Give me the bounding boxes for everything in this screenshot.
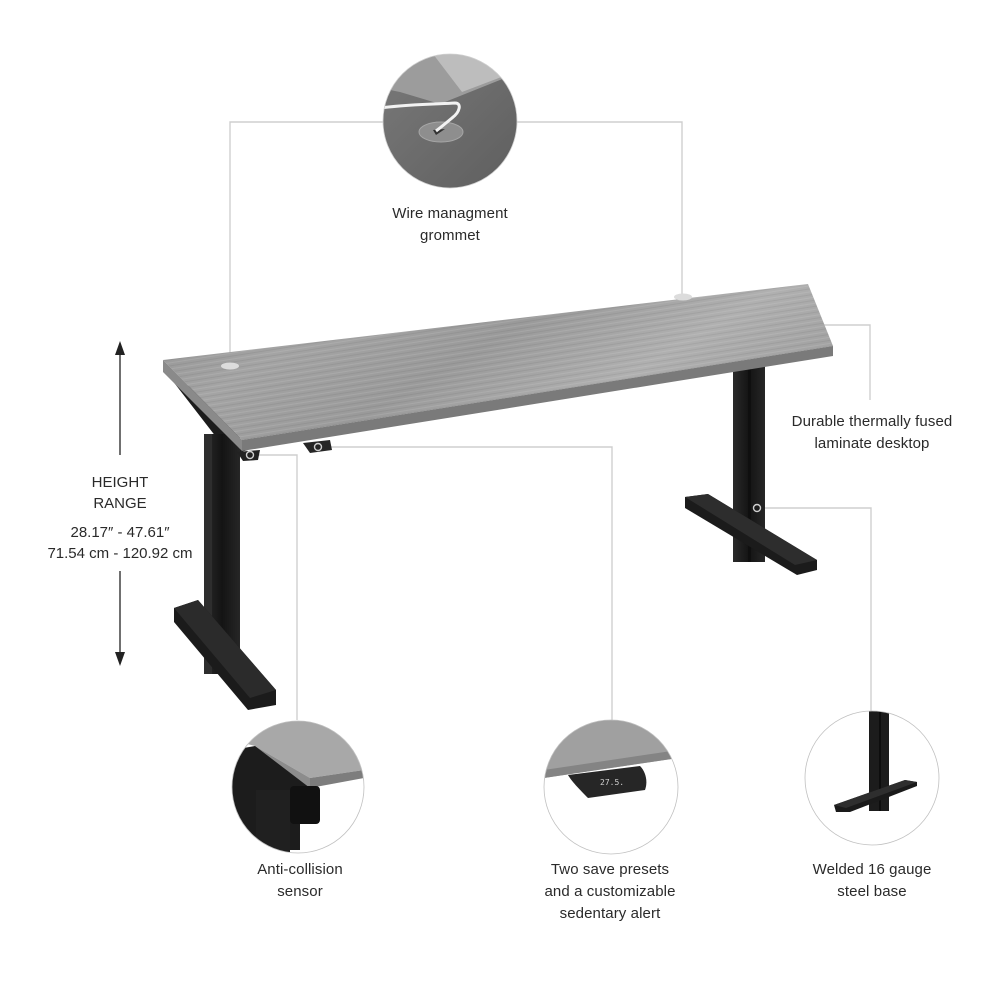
right-leg <box>685 362 817 575</box>
grommet-label-line-1: Wire managment <box>392 205 508 222</box>
desktop <box>163 284 833 513</box>
height-arrow-icon <box>115 341 125 666</box>
base-detail-image <box>805 711 939 845</box>
grommet-detail-image <box>383 54 517 188</box>
keypad-display: 27.5. <box>600 778 624 787</box>
height-range-label: HEIGHT RANGE 28.17″ - 47.61″ 71.54 cm - … <box>20 472 220 564</box>
laminate-callout-label: Durable thermally fused laminate desktop <box>762 411 982 455</box>
laminate-label-line-1: Durable thermally fused <box>791 413 953 430</box>
grommet-label-line-2: grommet <box>420 227 480 244</box>
height-range-imperial: 28.17″ - 47.61″ <box>70 524 170 541</box>
sensor-label-line-2: sensor <box>277 883 323 900</box>
keypad-detail-image: 27.5. <box>544 720 678 854</box>
height-range-metric: 71.54 cm - 120.92 cm <box>47 545 193 562</box>
sensor-label-line-1: Anti-collision <box>257 861 343 878</box>
presets-label-line-1: Two save presets <box>550 861 670 878</box>
height-range-title-line-1: HEIGHT <box>91 474 149 491</box>
base-label-line-1: Welded 16 gauge <box>812 861 932 878</box>
callout-lines <box>229 121 872 720</box>
laminate-label-line-2: laminate desktop <box>814 435 930 452</box>
presets-callout-label: Two save presets and a customizable sede… <box>510 859 710 925</box>
base-callout-label: Welded 16 gauge steel base <box>772 859 972 903</box>
presets-label-line-3: sedentary alert <box>559 905 661 922</box>
base-label-line-2: steel base <box>837 883 907 900</box>
sensor-detail-image <box>232 721 364 853</box>
presets-label-line-2: and a customizable <box>544 883 676 900</box>
height-range-title-line-2: RANGE <box>93 495 147 512</box>
grommet-callout-label: Wire managment grommet <box>340 203 560 247</box>
sensor-callout-label: Anti-collision sensor <box>200 859 400 903</box>
